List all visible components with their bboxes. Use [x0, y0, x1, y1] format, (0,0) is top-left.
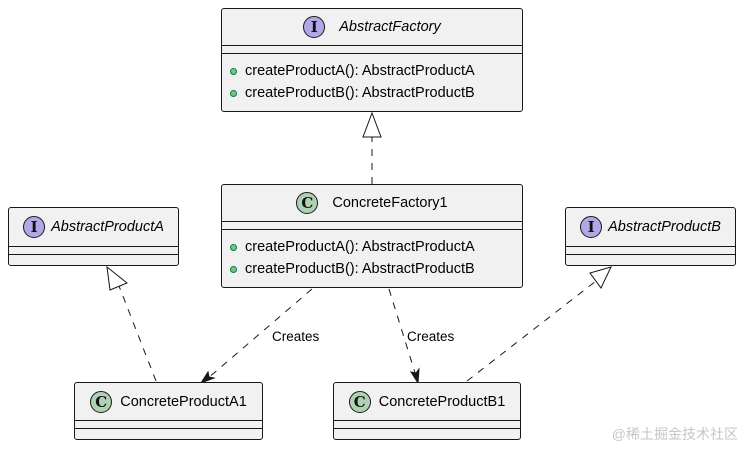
- interface-badge-icon: I: [580, 216, 603, 238]
- concrete-product-b1-class[interactable]: C ConcreteProductB1: [333, 382, 521, 440]
- public-method-icon: [230, 89, 237, 97]
- class-badge-icon: C: [296, 192, 319, 214]
- methods-compartment: createProductA(): AbstractProductA creat…: [222, 54, 522, 104]
- interface-badge-icon: I: [23, 216, 46, 238]
- interface-badge-icon: I: [303, 16, 326, 38]
- realization-product-a: [118, 285, 157, 382]
- creates-a-label: Creates: [272, 329, 320, 344]
- method-signature: createProductB(): AbstractProductB: [245, 261, 475, 277]
- attributes-compartment: [334, 421, 520, 429]
- concrete-product-b1-header: C ConcreteProductB1: [334, 383, 520, 421]
- attributes-compartment: [222, 46, 522, 54]
- concrete-factory-class[interactable]: C ConcreteFactory1 createProductA(): Abs…: [221, 184, 523, 288]
- method-signature: createProductA(): AbstractProductA: [245, 63, 475, 79]
- abstract-product-a-class[interactable]: I AbstractProductA: [8, 207, 179, 266]
- abstract-product-b-header: I AbstractProductB: [566, 208, 735, 247]
- attributes-compartment: [75, 421, 262, 429]
- realization-arrowhead-product-a: [106, 265, 128, 291]
- dependency-arrowhead-creates-a: [199, 370, 216, 385]
- abstract-product-a-header: I AbstractProductA: [9, 208, 178, 247]
- abstract-product-a-name: AbstractProductA: [51, 219, 164, 235]
- public-method-icon: [230, 67, 237, 75]
- watermark: @稀土掘金技术社区: [611, 426, 738, 442]
- method-signature: createProductB(): AbstractProductB: [245, 85, 475, 101]
- abstract-factory-header: I AbstractFactory: [222, 9, 522, 46]
- concrete-product-a1-header: C ConcreteProductA1: [75, 383, 262, 421]
- concrete-product-a1-class[interactable]: C ConcreteProductA1: [74, 382, 263, 440]
- attributes-compartment: [9, 247, 178, 255]
- abstract-product-b-name: AbstractProductB: [608, 219, 721, 235]
- method-row: createProductB(): AbstractProductB: [230, 258, 522, 280]
- realization-arrowhead-factory: [362, 111, 382, 138]
- methods-compartment: createProductA(): AbstractProductA creat…: [222, 230, 522, 280]
- realization-product-b: [466, 280, 597, 382]
- public-method-icon: [230, 265, 237, 273]
- public-method-icon: [230, 243, 237, 251]
- abstract-factory-class[interactable]: I AbstractFactory createProductA(): Abst…: [221, 8, 523, 112]
- abstract-product-b-class[interactable]: I AbstractProductB: [565, 207, 736, 266]
- realization-arrowhead-product-b: [589, 266, 612, 289]
- concrete-factory-name: ConcreteFactory1: [332, 195, 448, 211]
- class-badge-icon: C: [348, 390, 371, 413]
- method-signature: createProductA(): AbstractProductA: [245, 239, 475, 255]
- concrete-product-a1-name: ConcreteProductA1: [120, 393, 247, 410]
- attributes-compartment: [566, 247, 735, 255]
- dependency-creates-a: [206, 288, 313, 380]
- concrete-factory-header: C ConcreteFactory1: [222, 185, 522, 222]
- creates-b-label: Creates: [407, 329, 455, 344]
- dependency-creates-b: [388, 288, 417, 377]
- method-row: createProductA(): AbstractProductA: [230, 236, 522, 258]
- attributes-compartment: [222, 222, 522, 230]
- method-row: createProductB(): AbstractProductB: [230, 82, 522, 104]
- dependency-arrowhead-creates-b: [409, 367, 420, 385]
- class-badge-icon: C: [90, 390, 113, 413]
- concrete-product-b1-name: ConcreteProductB1: [378, 393, 506, 410]
- method-row: createProductA(): AbstractProductA: [230, 60, 522, 82]
- abstract-factory-name: AbstractFactory: [339, 19, 441, 35]
